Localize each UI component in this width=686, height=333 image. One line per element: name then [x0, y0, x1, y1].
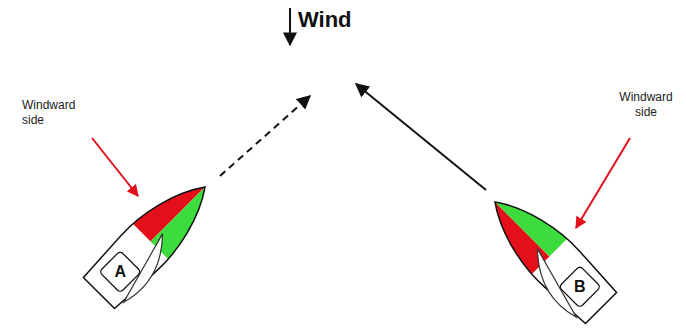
leader-arrow [92, 138, 138, 196]
cockpit [99, 251, 141, 293]
boat-letter: B [574, 279, 586, 295]
course-arrow [356, 84, 486, 190]
boat-letter: A [114, 264, 126, 280]
cockpit [559, 266, 601, 308]
sail [520, 249, 591, 320]
sailboat: A [70, 160, 240, 330]
starboard-side [151, 183, 230, 262]
hull-outline [81, 169, 223, 311]
hull-outline [477, 184, 619, 326]
side-label: Windward side [22, 98, 86, 128]
starboard-side [491, 177, 570, 256]
wind-label: Wind [298, 6, 352, 34]
course-arrow [220, 96, 310, 176]
leader-arrow [576, 138, 630, 228]
sailboat: B [465, 170, 635, 333]
sail [109, 234, 180, 305]
wind-arrow [289, 8, 291, 45]
boat-shape [70, 160, 240, 330]
side-label: Windward side [614, 90, 678, 120]
boat-shape [465, 170, 635, 333]
